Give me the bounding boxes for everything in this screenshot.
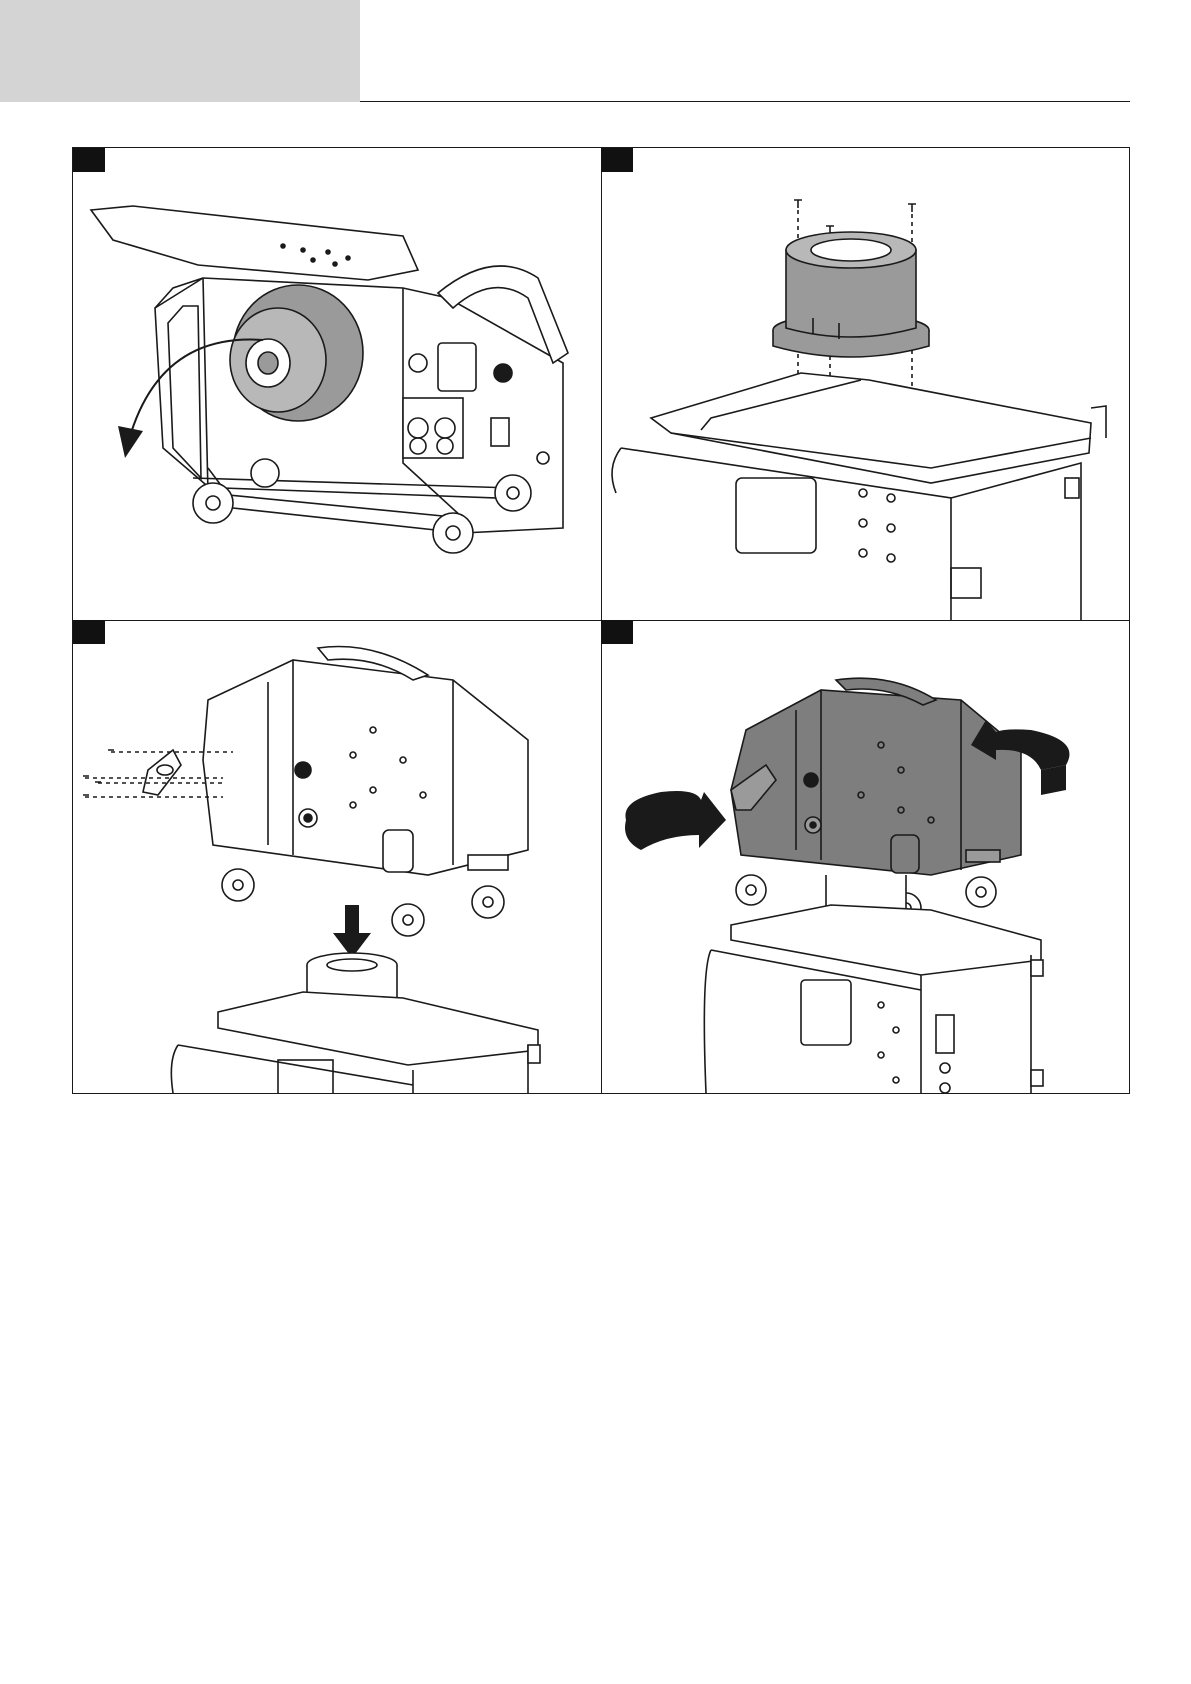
- panel-step-2: [601, 148, 1129, 621]
- figure-grid: [72, 147, 1130, 1094]
- curved-arrow-icon: [118, 426, 143, 458]
- screw-icons: [794, 200, 916, 234]
- illustration-rotate-feeder: [601, 620, 1129, 1093]
- panel-step-3: [73, 620, 602, 1093]
- header-rule: [360, 101, 1130, 102]
- illustration-lower-feeder: [73, 620, 601, 1093]
- header-tab: [0, 0, 360, 102]
- illustration-open-cover: [73, 148, 601, 620]
- illustration-mount-adapter: [601, 148, 1129, 620]
- panel-step-1: [73, 148, 602, 621]
- panel-step-4: [601, 620, 1129, 1093]
- down-arrow-icon: [333, 905, 371, 958]
